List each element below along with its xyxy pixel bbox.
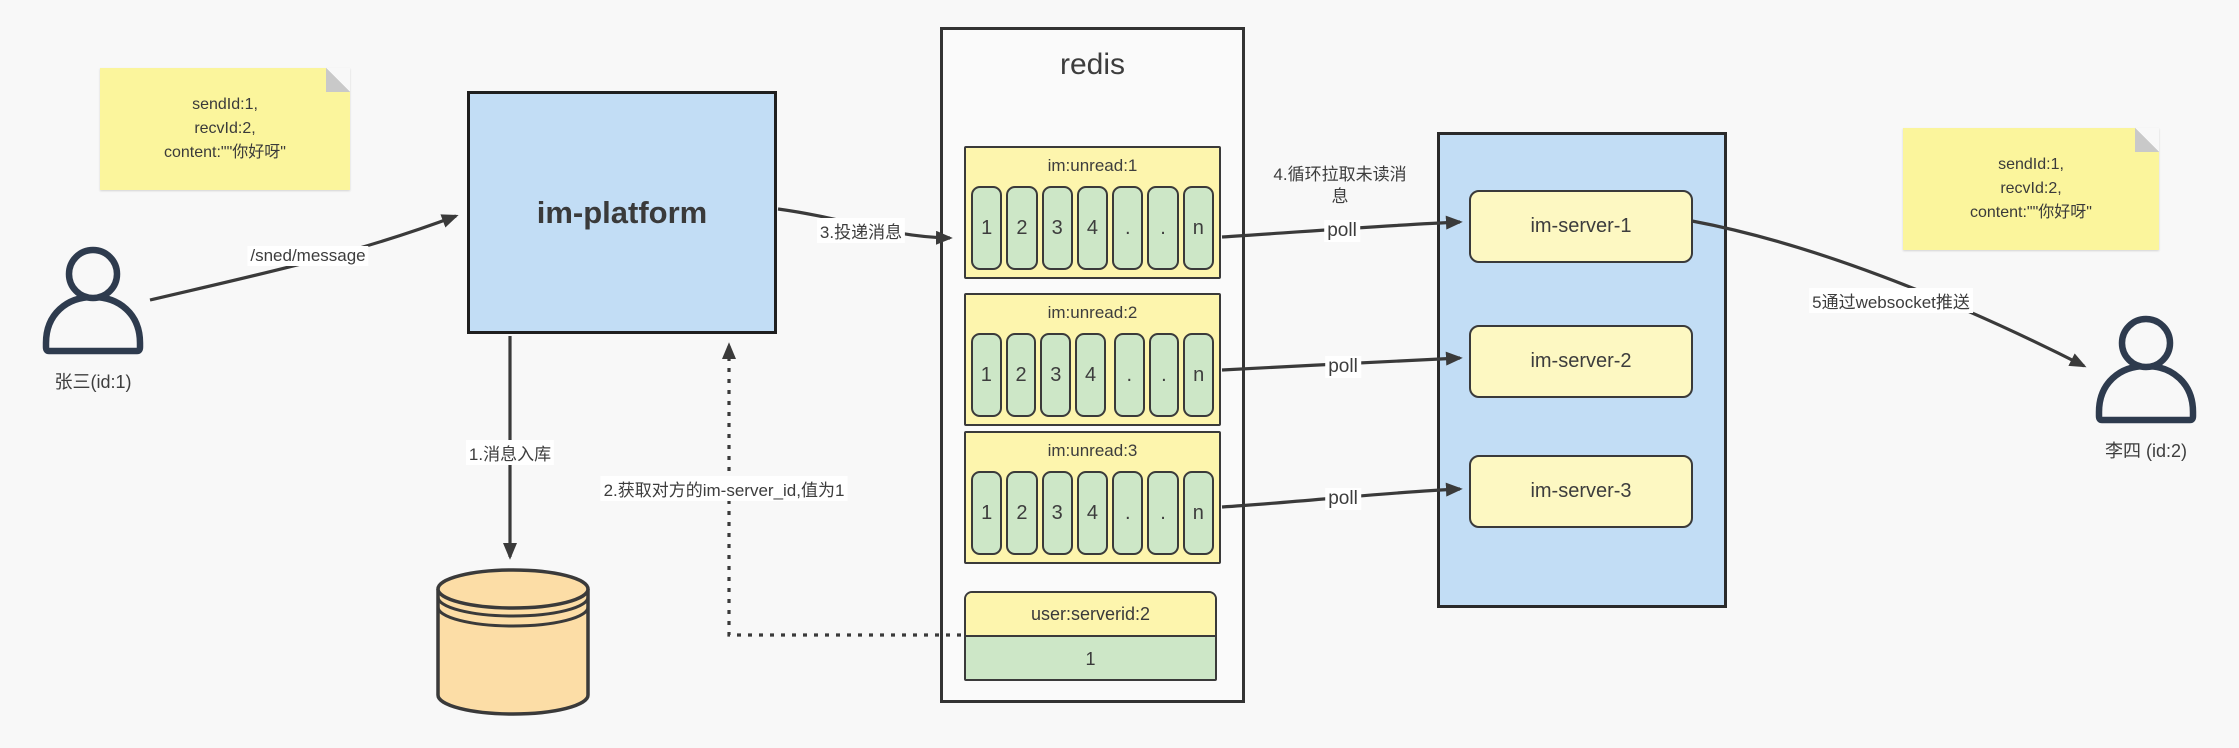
redis-container: redis im:unread:1 1 2 3 4 . . n im:unrea…: [940, 27, 1245, 703]
queue-cell: 4: [1076, 186, 1109, 270]
arrow-label-poll-3: poll: [1325, 488, 1361, 510]
arrow-label-step4: 4.循环拉取未读消息: [1273, 165, 1407, 207]
im-platform-box: im-platform: [467, 91, 777, 334]
arrow-label-poll-2: poll: [1325, 356, 1361, 378]
arrow-label-send: /sned/message: [247, 246, 369, 266]
queue-cell: .: [1147, 186, 1179, 270]
queue-cells: 1 2 3 4 . . n: [971, 333, 1215, 417]
mysql-cylinder: [435, 567, 591, 722]
queue-title: im:unread:2: [1047, 303, 1138, 322]
sticky-note-right: sendId:1, recvId:2, content:""你好呀": [1903, 128, 2159, 250]
queue-cell: 3: [1041, 186, 1073, 270]
queue-cell: 1: [971, 186, 1003, 270]
queue-cell: 3: [1040, 333, 1072, 417]
sender-user-icon: [38, 246, 148, 363]
arrow-label-step1: 1.消息入库: [465, 440, 555, 465]
queue-cell: n: [1183, 333, 1215, 417]
sender-user-label: 张三(id:1): [54, 372, 132, 392]
user-serverid-key: user:serverid:2: [966, 593, 1215, 637]
queue-cells: 1 2 3 4 . . n: [971, 186, 1214, 270]
sticky-note-left: sendId:1, recvId:2, content:""你好呀": [100, 68, 350, 190]
unread-queue-2: im:unread:2 1 2 3 4 . . n: [964, 293, 1221, 426]
note-line: recvId:2,: [194, 120, 256, 137]
queue-cell: .: [1113, 333, 1145, 417]
unread-queue-1: im:unread:1 1 2 3 4 . . n: [964, 146, 1221, 279]
queue-cell: n: [1182, 471, 1214, 555]
arrow-label-poll-1: poll: [1324, 220, 1360, 242]
note-line: recvId:2,: [2000, 180, 2062, 197]
queue-title: im:unread:1: [1047, 156, 1138, 175]
user-serverid-box: user:serverid:2 1: [964, 591, 1217, 681]
queue-cell: 4: [1075, 333, 1106, 417]
queue-cell: 2: [1006, 471, 1038, 555]
arrow-label-step2: 2.获取对方的im-server_id,值为1: [600, 476, 848, 501]
queue-cell: .: [1147, 471, 1179, 555]
queue-cell: 3: [1041, 471, 1073, 555]
arrow-label-step3: 3.投递消息: [816, 218, 906, 243]
im-server-1-label: im-server-1: [1530, 215, 1632, 237]
note-fold-icon: [2135, 128, 2159, 152]
note-line: content:""你好呀": [1970, 204, 2092, 221]
queue-cells: 1 2 3 4 . . n: [971, 471, 1214, 555]
im-server-2-label: im-server-2: [1530, 350, 1632, 372]
queue-cell: .: [1112, 471, 1144, 555]
receiver-user-icon: [2091, 315, 2201, 432]
queue-cell: 2: [1005, 333, 1037, 417]
im-server-2-box: im-server-2: [1469, 325, 1693, 398]
queue-cell: 2: [1006, 186, 1038, 270]
queue-cell: 1: [971, 333, 1002, 417]
im-platform-label: im-platform: [536, 194, 708, 230]
queue-title: im:unread:3: [1047, 441, 1138, 460]
note-line: sendId:1,: [192, 96, 258, 113]
queue-cell: .: [1112, 186, 1144, 270]
im-server-3-box: im-server-3: [1469, 455, 1693, 528]
note-fold-icon: [326, 68, 350, 92]
unread-queue-3: im:unread:3 1 2 3 4 . . n: [964, 431, 1221, 564]
arrow-label-step5: 5通过websocket推送: [1809, 288, 1973, 313]
queue-cell: 1: [971, 471, 1003, 555]
user-serverid-value: 1: [966, 637, 1215, 679]
queue-cell: 4: [1076, 471, 1109, 555]
note-line: content:""你好呀": [164, 144, 286, 161]
redis-title: redis: [1059, 48, 1126, 81]
im-server-1-box: im-server-1: [1469, 190, 1693, 263]
queue-cell: n: [1182, 186, 1214, 270]
queue-cell: .: [1148, 333, 1180, 417]
note-line: sendId:1,: [1998, 156, 2064, 173]
receiver-user-label: 李四 (id:2): [2104, 441, 2187, 461]
im-server-group: im-server-1 im-server-2 im-server-3: [1437, 132, 1727, 608]
im-server-3-label: im-server-3: [1530, 480, 1632, 502]
